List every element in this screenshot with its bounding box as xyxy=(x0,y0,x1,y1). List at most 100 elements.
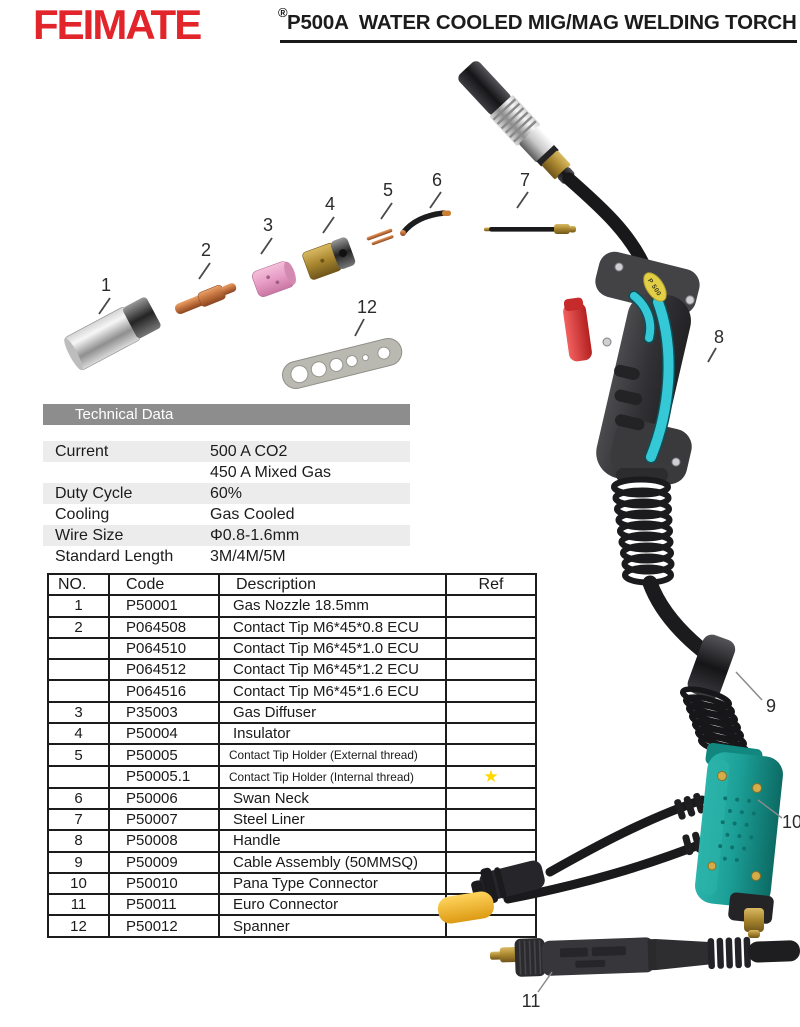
cell-no: 8 xyxy=(47,829,110,853)
table-row: 10 P50010 Pana Type Connector xyxy=(47,871,537,896)
table-row: 12 P50012 Spanner xyxy=(47,914,537,938)
cell-no: 11 xyxy=(47,893,110,917)
cell-ref-star xyxy=(445,829,537,853)
table-row: 8 P50008 Handle xyxy=(47,829,537,853)
spec-label: Standard Length xyxy=(55,548,174,565)
cell-no: 3 xyxy=(47,700,110,725)
spec-row: Cooling Gas Cooled xyxy=(43,504,410,525)
cell-description: Contact Tip M6*45*0.8 ECU xyxy=(218,615,447,639)
part-label-5: 5 xyxy=(383,180,393,200)
cell-no: 12 xyxy=(47,914,110,938)
contact-tip-holder-illustration xyxy=(366,228,394,246)
leader-lines xyxy=(98,191,717,363)
spec-value: Gas Cooled xyxy=(210,506,295,523)
cell-ref-star xyxy=(445,615,537,639)
spec-row: 450 A Mixed Gas xyxy=(43,462,410,483)
cell-description: Swan Neck xyxy=(218,786,447,810)
cell-description: Contact Tip M6*45*1.6 ECU xyxy=(218,679,447,703)
spec-row: Standard Length 3M/4M/5M xyxy=(43,546,410,567)
cell-no: 4 xyxy=(47,722,110,746)
cell-ref-star xyxy=(445,722,537,746)
spec-value: Φ0.8-1.6mm xyxy=(210,527,300,544)
header-ref: Ref xyxy=(445,572,537,597)
cell-description: Handle xyxy=(218,829,447,853)
steel-liner-illustration xyxy=(484,224,576,234)
cell-ref-star xyxy=(445,850,537,874)
header-description: Description xyxy=(218,572,447,597)
part-label-12: 12 xyxy=(357,297,377,317)
cell-ref-star xyxy=(445,871,537,896)
cell-code: P50005.1 xyxy=(108,764,220,789)
table-row: 2 P064508 Contact Tip M6*45*0.8 ECU xyxy=(47,615,537,639)
insulator-illustration xyxy=(302,237,356,280)
brand-logo: FEIMATE xyxy=(33,1,202,48)
part-label-1: 1 xyxy=(101,275,111,295)
cell-description: Contact Tip Holder (Internal thread) xyxy=(218,764,447,789)
spanner-illustration xyxy=(282,337,403,389)
registered-mark: ® xyxy=(278,5,288,20)
cell-code: P50005 xyxy=(108,743,220,767)
cell-description: Spanner xyxy=(218,914,447,938)
cell-ref-star xyxy=(445,594,537,618)
table-row: 4 P50004 Insulator xyxy=(47,722,537,746)
technical-data-table: Current 500 A CO2 450 A Mixed Gas Duty C… xyxy=(43,441,410,567)
cell-code: P50006 xyxy=(108,786,220,810)
cell-ref-star xyxy=(445,743,537,767)
cell-no: 10 xyxy=(47,871,110,896)
cell-ref-star xyxy=(445,636,537,661)
cell-code: P50007 xyxy=(108,807,220,832)
part-label-2: 2 xyxy=(201,240,211,260)
cell-no: 9 xyxy=(47,850,110,874)
table-header-row: NO. Code Description Ref xyxy=(47,572,537,597)
header-code: Code xyxy=(108,572,220,597)
cell-no xyxy=(47,679,110,703)
title-underline xyxy=(280,40,797,43)
gas-nozzle-illustration xyxy=(64,297,161,371)
trigger xyxy=(563,297,592,362)
table-row: 9 P50009 Cable Assembly (50MMSQ) xyxy=(47,850,537,874)
part-label-6: 6 xyxy=(432,170,442,190)
table-row: P064510 Contact Tip M6*45*1.0 ECU xyxy=(47,636,537,661)
spec-label: Current xyxy=(55,443,109,460)
cell-description: Gas Diffuser xyxy=(218,700,447,725)
cell-description: Insulator xyxy=(218,722,447,746)
cell-no: 5 xyxy=(47,743,110,767)
cell-description: Contact Tip M6*45*1.2 ECU xyxy=(218,658,447,682)
part-label-9: 9 xyxy=(766,696,776,716)
cell-code: P50012 xyxy=(108,914,220,938)
cell-description: Gas Nozzle 18.5mm xyxy=(218,594,447,618)
cell-ref-star xyxy=(445,658,537,682)
cell-ref-star xyxy=(445,893,537,917)
table-row: 7 P50007 Steel Liner xyxy=(47,807,537,832)
cell-description: Pana Type Connector xyxy=(218,871,447,896)
cell-no: 1 xyxy=(47,594,110,618)
spec-value: 450 A Mixed Gas xyxy=(210,464,331,481)
torch-badge-text: P 500 xyxy=(646,278,662,298)
part-label-7: 7 xyxy=(520,170,530,190)
cable-assembly-photo xyxy=(680,634,750,758)
cell-description: Contact Tip Holder (External thread) xyxy=(218,743,447,767)
part-label-11: 11 xyxy=(522,991,541,1011)
cell-ref-star xyxy=(445,807,537,832)
cell-ref-star xyxy=(445,786,537,810)
cell-ref-star xyxy=(445,700,537,725)
cell-code: P064510 xyxy=(108,636,220,661)
cell-code: P35003 xyxy=(108,700,220,725)
spec-row: Wire Size Φ0.8-1.6mm xyxy=(43,525,410,546)
cell-code: P064512 xyxy=(108,658,220,682)
cell-code: P50011 xyxy=(108,893,220,917)
spec-label xyxy=(43,462,210,483)
parts-table: NO. Code Description Ref 1 P50001 Gas No… xyxy=(47,572,537,938)
cell-code: P50009 xyxy=(108,850,220,874)
table-row: P50005.1 Contact Tip Holder (Internal th… xyxy=(47,764,537,789)
part-label-4: 4 xyxy=(325,194,335,214)
cell-code: P50001 xyxy=(108,594,220,618)
cell-ref-star xyxy=(445,914,537,938)
table-row: 6 P50006 Swan Neck xyxy=(47,786,537,810)
table-row: 5 P50005 Contact Tip Holder (External th… xyxy=(47,743,537,767)
part-label-3: 3 xyxy=(263,215,273,235)
cell-ref-star xyxy=(445,679,537,703)
table-row: 1 P50001 Gas Nozzle 18.5mm xyxy=(47,594,537,618)
table-row: P064516 Contact Tip M6*45*1.6 ECU xyxy=(47,679,537,703)
